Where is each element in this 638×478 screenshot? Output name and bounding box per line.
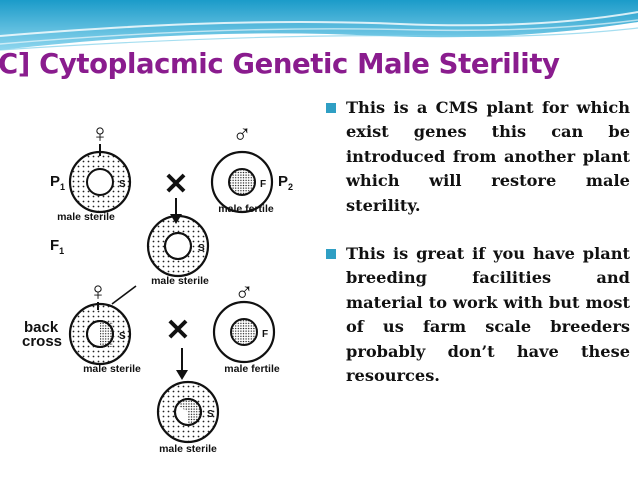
backcross-label-line2: cross <box>22 333 62 350</box>
nucleus-backcross-fill <box>100 321 113 347</box>
male-symbol-icon: ♂ <box>234 276 254 306</box>
nucleus-p1 <box>86 168 114 196</box>
cyto-label-s: S <box>198 243 205 254</box>
bullet-item: This is a CMS plant for which exist gene… <box>324 96 630 218</box>
bullet-square-icon <box>326 249 336 260</box>
cms-diagram: ♀ S P1 male sterile ✕ ♂ F P2 male fertil… <box>16 114 314 458</box>
nucleus-backcross-male <box>230 318 258 346</box>
cyto-label-s: S <box>119 179 126 190</box>
p1-label: P1 <box>50 173 65 192</box>
cyto-label-s: S <box>119 331 126 342</box>
label-male-sterile: male sterile <box>159 443 217 455</box>
p2-label: P2 <box>278 173 293 192</box>
nucleus-f1-outline <box>164 232 192 260</box>
label-male-sterile: male sterile <box>57 211 115 223</box>
backcross-link <box>111 285 137 305</box>
nucleus-final-fill <box>177 398 201 425</box>
slide-title: C] Cytoplacmic Genetic Male Sterility <box>0 48 560 80</box>
cross-icon: ✕ <box>163 168 188 201</box>
female-symbol-icon: ♀ <box>90 118 110 148</box>
label-male-fertile: male fertile <box>224 363 280 375</box>
cyto-label-f: F <box>262 329 268 340</box>
label-male-sterile: male sterile <box>151 275 209 287</box>
bullet-item: This is great if you have plant breeding… <box>324 242 630 388</box>
male-symbol-icon: ♂ <box>232 118 252 148</box>
arrow-head-icon <box>176 370 188 380</box>
label-male-sterile: male sterile <box>83 363 141 375</box>
bullet-text: This is great if you have plant breeding… <box>346 244 630 386</box>
nucleus-p2 <box>228 168 256 196</box>
backcross-label-line1: back <box>24 319 59 336</box>
label-male-fertile: male fertile <box>218 203 274 215</box>
female-symbol-icon: ♀ <box>88 276 108 306</box>
bullet-list: This is a CMS plant for which exist gene… <box>324 96 630 388</box>
f1-label: F1 <box>50 237 64 256</box>
nucleus-final-outline <box>174 398 202 426</box>
bullet-text: This is a CMS plant for which exist gene… <box>346 98 630 215</box>
nucleus-backcross-outline <box>86 320 114 348</box>
bullet-square-icon <box>326 103 336 113</box>
cross-icon: ✕ <box>165 314 190 347</box>
header-banner <box>0 0 638 51</box>
cyto-label-s: S <box>207 409 214 420</box>
cyto-label-f: F <box>260 179 266 190</box>
